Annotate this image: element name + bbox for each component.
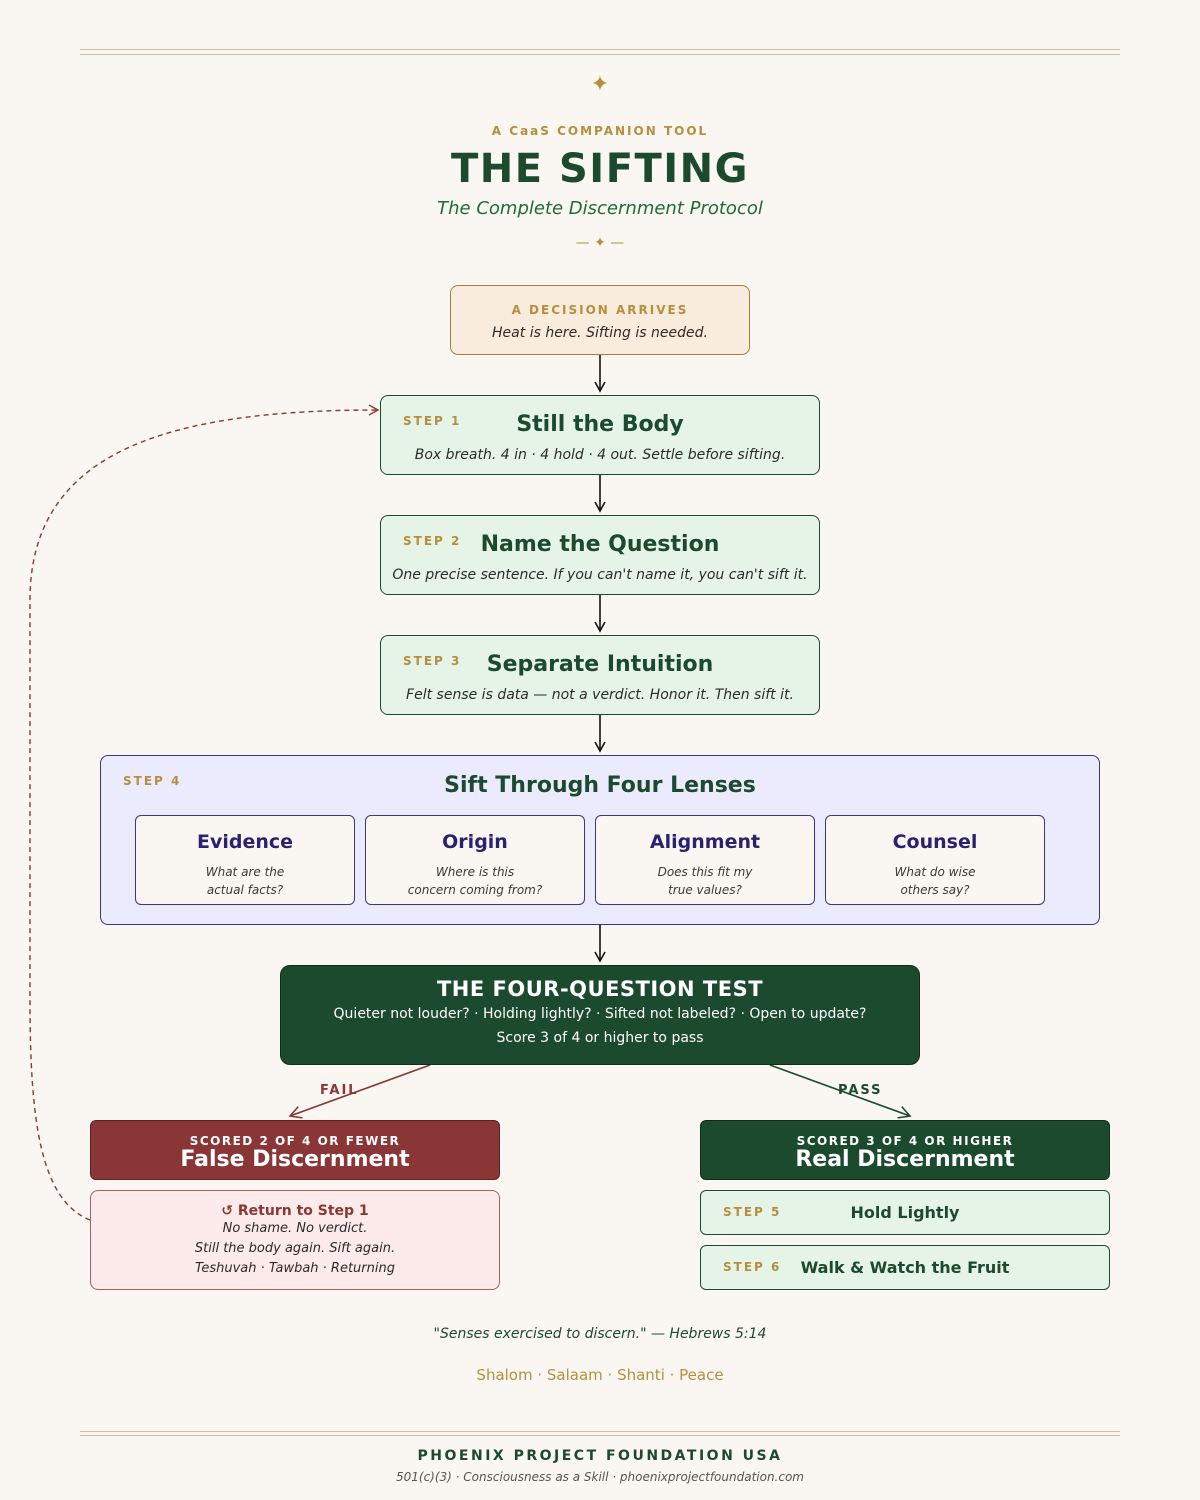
lens-name: Origin bbox=[442, 831, 508, 853]
return-to-step-1-box: ↺ Return to Step 1 No shame. No verdict.… bbox=[90, 1190, 500, 1290]
lens-name: Alignment bbox=[649, 831, 761, 853]
arrow-pass bbox=[769, 1064, 912, 1119]
decision-text: Heat is here. Sifting is needed. bbox=[492, 325, 708, 341]
lens-question-line: Where is this bbox=[435, 865, 515, 879]
step-2-title: Name the Question bbox=[480, 532, 720, 557]
lens-alignment: Alignment Does this fit my true values? bbox=[595, 815, 815, 905]
step-3-box: STEP 3 Separate Intuition Felt sense is … bbox=[380, 635, 820, 715]
return-line: Teshuvah · Tawbah · Returning bbox=[195, 1261, 395, 1276]
step-4-tag: STEP 4 bbox=[123, 774, 182, 788]
page-subtitle: The Complete Discernment Protocol bbox=[437, 198, 763, 219]
four-question-test-box: THE FOUR-QUESTION TEST Quieter not loude… bbox=[280, 965, 920, 1065]
fail-score-text: SCORED 2 OF 4 OR FEWER bbox=[189, 1134, 401, 1148]
lens-counsel: Counsel What do wise others say? bbox=[825, 815, 1045, 905]
step-3-tag: STEP 3 bbox=[403, 654, 462, 668]
page-title: THE SIFTING bbox=[450, 146, 749, 192]
scripture-quote: "Senses exercised to discern." — Hebrews… bbox=[433, 1326, 767, 1342]
header-eyebrow: A CaaS COMPANION TOOL bbox=[491, 124, 709, 138]
step-5-tag: STEP 5 bbox=[723, 1205, 782, 1219]
real-discernment-box: SCORED 3 OF 4 OR HIGHER Real Discernment bbox=[700, 1120, 1110, 1180]
decision-box: A DECISION ARRIVES Heat is here. Sifting… bbox=[450, 285, 750, 355]
return-line: No shame. No verdict. bbox=[222, 1221, 368, 1236]
step-6-tag: STEP 6 bbox=[723, 1260, 782, 1274]
lens-question-line: Does this fit my bbox=[657, 865, 753, 879]
lens-question-line: What are the bbox=[205, 865, 285, 879]
lens-question-line: actual facts? bbox=[206, 883, 284, 897]
step-5-box: STEP 5 Hold Lightly bbox=[700, 1190, 1110, 1235]
star-ornament: ✦ bbox=[590, 72, 610, 97]
step-3-desc: Felt sense is data — not a verdict. Hono… bbox=[406, 687, 794, 703]
title-divider: — ✦ — bbox=[575, 235, 625, 251]
test-score: Score 3 of 4 or higher to pass bbox=[496, 1030, 704, 1046]
top-rule bbox=[80, 49, 1120, 50]
fail-label: FAIL bbox=[320, 1083, 359, 1098]
lens-question-line: concern coming from? bbox=[407, 883, 543, 897]
lens-evidence: Evidence What are the actual facts? bbox=[135, 815, 355, 905]
step-4-title: Sift Through Four Lenses bbox=[444, 773, 756, 798]
step-1-desc: Box breath. 4 in · 4 hold · 4 out. Settl… bbox=[414, 447, 786, 463]
step-6-title: Walk & Watch the Fruit bbox=[800, 1258, 1010, 1277]
pass-label: PASS bbox=[838, 1083, 883, 1098]
lens-question-line: true values? bbox=[668, 883, 742, 897]
bottom-rule-2 bbox=[80, 1435, 1120, 1436]
step-3-title: Separate Intuition bbox=[486, 652, 714, 677]
lens-name: Evidence bbox=[196, 831, 294, 853]
step-2-tag: STEP 2 bbox=[403, 534, 462, 548]
return-line: Still the body again. Sift again. bbox=[194, 1241, 396, 1256]
decision-label: A DECISION ARRIVES bbox=[511, 303, 689, 317]
lens-name: Counsel bbox=[892, 831, 978, 853]
step-6-box: STEP 6 Walk & Watch the Fruit bbox=[700, 1245, 1110, 1290]
step-5-title: Hold Lightly bbox=[850, 1203, 960, 1222]
false-discernment-box: SCORED 2 OF 4 OR FEWER False Discernment bbox=[90, 1120, 500, 1180]
step-4-lenses-box: STEP 4 Sift Through Four Lenses Evidence… bbox=[100, 755, 1100, 925]
top-rule-2 bbox=[80, 54, 1120, 55]
pass-score-text: SCORED 3 OF 4 OR HIGHER bbox=[796, 1134, 1014, 1148]
step-1-box: STEP 1 Still the Body Box breath. 4 in ·… bbox=[380, 395, 820, 475]
lens-question-line: What do wise bbox=[894, 865, 976, 879]
lens-origin: Origin Where is this concern coming from? bbox=[365, 815, 585, 905]
return-title: ↺ Return to Step 1 bbox=[221, 1203, 369, 1219]
test-title: THE FOUR-QUESTION TEST bbox=[436, 977, 764, 1001]
return-loop-arrow bbox=[29, 404, 380, 1221]
step-1-title: Still the Body bbox=[516, 412, 684, 437]
peace-line: Shalom · Salaam · Shanti · Peace bbox=[476, 1366, 724, 1384]
step-2-desc: One precise sentence. If you can't name … bbox=[392, 567, 808, 583]
lens-question-line: others say? bbox=[900, 883, 970, 897]
pass-title: Real Discernment bbox=[795, 1147, 1015, 1172]
step-1-tag: STEP 1 bbox=[403, 414, 462, 428]
organization-name: PHOENIX PROJECT FOUNDATION USA bbox=[417, 1448, 783, 1464]
arrow-fail bbox=[288, 1064, 431, 1119]
fail-title: False Discernment bbox=[180, 1147, 410, 1172]
step-2-box: STEP 2 Name the Question One precise sen… bbox=[380, 515, 820, 595]
test-questions: Quieter not louder? · Holding lightly? ·… bbox=[333, 1006, 867, 1022]
bottom-rule bbox=[80, 1431, 1120, 1432]
organization-details: 501(c)(3) · Consciousness as a Skill · p… bbox=[396, 1470, 804, 1484]
